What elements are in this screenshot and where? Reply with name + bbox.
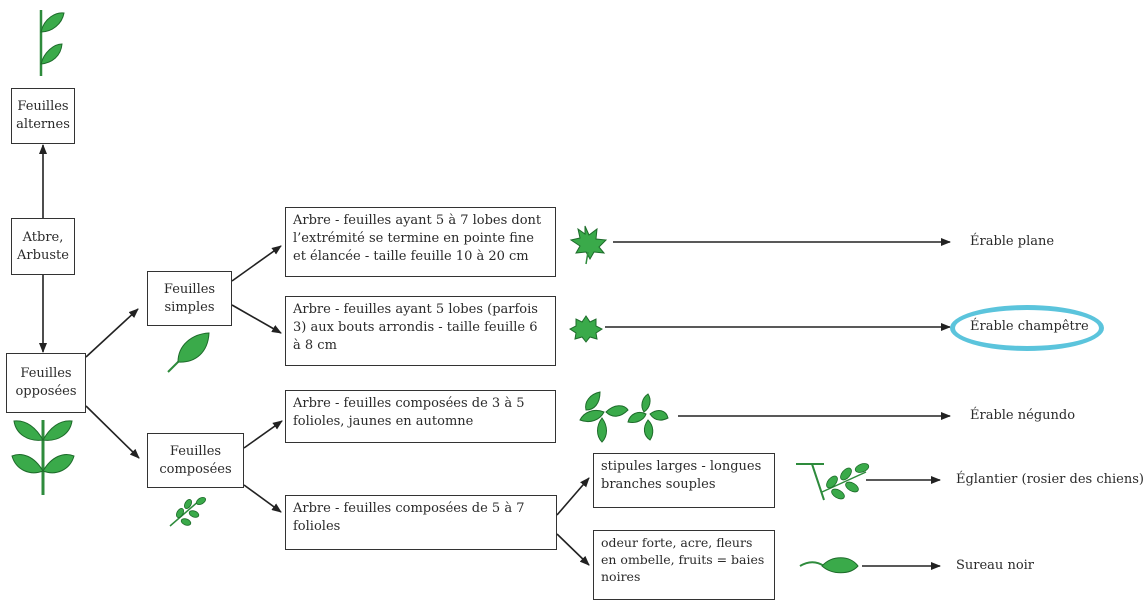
arrow-to-desc-odeur [556, 533, 590, 566]
node-feuilles-composees: Feuilles composées [147, 433, 244, 488]
result-sureau-noir: Sureau noir [956, 558, 1035, 573]
desc-erable-plane: Arbre - feuilles ayant 5 à 7 lobes dont … [285, 207, 556, 277]
alternate-leaves-icon [39, 10, 65, 76]
compound-leaf-icon [169, 496, 206, 527]
trifoliate-leaf-icon [579, 391, 669, 443]
small-maple-leaf-icon [569, 315, 603, 343]
arrow-to-composees [85, 405, 140, 459]
desc-erable-champetre: Arbre - feuilles ayant 5 lobes (parfois … [285, 296, 556, 366]
maple-leaf-icon [569, 225, 608, 265]
arrow-to-desc-5a7 [243, 484, 282, 513]
arrow-to-simples [85, 308, 139, 358]
rose-leaf-icon [796, 463, 870, 501]
simple-leaf-icon [167, 332, 210, 373]
result-erable-negundo: Érable négundo [970, 408, 1076, 423]
desc-odeur-forte: odeur forte, acre, fleurs en ombelle, fr… [593, 530, 775, 600]
node-arbre-arbuste: Atbre, Arbuste [11, 218, 75, 275]
desc-feuilles-5a7: Arbre - feuilles composées de 5 à 7 foli… [285, 495, 557, 550]
arrow-to-desc-negundo [243, 420, 283, 449]
desc-stipules: stipules larges - longues branches soupl… [593, 453, 775, 508]
node-feuilles-alternes: Feuilles alternes [11, 88, 75, 144]
desc-erable-negundo: Arbre - feuilles composées de 3 à 5 foli… [285, 390, 556, 443]
result-eglantier: Églantier (rosier des chiens) [956, 472, 1144, 487]
result-erable-plane: Érable plane [970, 234, 1055, 249]
node-feuilles-simples: Feuilles simples [147, 271, 232, 326]
highlight-ellipse [950, 305, 1104, 351]
elder-leaf-icon [799, 557, 859, 574]
arrow-to-desc-champetre [231, 304, 282, 334]
result-erable-champetre: Érable champêtre [970, 319, 1089, 334]
arrow-to-desc-stipules [556, 477, 590, 516]
node-feuilles-opposees: Feuilles opposées [6, 353, 86, 413]
opposite-leaves-icon [11, 420, 75, 495]
arrow-to-desc-plane [231, 245, 282, 282]
